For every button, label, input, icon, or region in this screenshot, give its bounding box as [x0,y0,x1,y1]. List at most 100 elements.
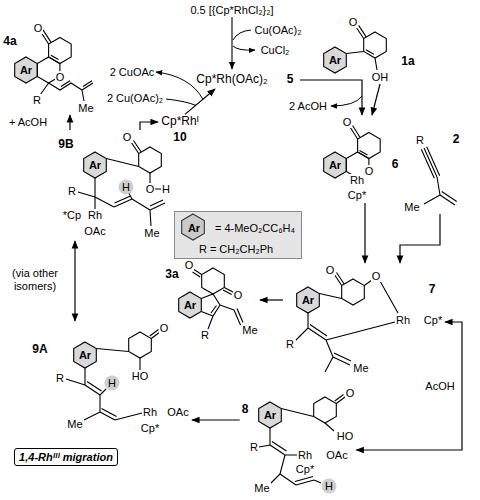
atom-label: R = CH₂CH₂Ph [199,243,273,255]
structure-4a [15,30,93,101]
atom-label: Rh [395,314,411,326]
structure-1a [324,25,387,73]
atom-label: Me [77,102,94,114]
atom-label: O [233,289,244,301]
rhodacycle-6: 6OOArRhCp* [322,115,402,203]
atom-label: OAc [83,225,106,237]
intermediate-9a: 9AOHOArRHMeRhOAcCp* [30,321,192,435]
structure-line [202,268,225,294]
catalyst-5: Cp*Rh(OAc)₂5 [190,72,300,89]
reaction-arrow [356,322,462,450]
aryl-label: Ar [79,349,91,361]
structure-line [350,126,368,156]
structure-line [259,402,282,428]
atom-label: O [342,116,353,128]
reaction-arrow [74,241,75,321]
aryl-label: Ar [329,54,341,66]
structure-line [322,479,337,494]
compound-number: 4a [2,35,17,48]
reaction-arrow [69,115,70,130]
atom-label: H [108,377,116,389]
structure-line [15,57,38,83]
atom-label: Cp* [347,189,367,201]
atom-label: O [184,259,195,271]
edge-label: AcOH [424,380,455,393]
atom-label: O [364,165,375,177]
structure-line [166,99,196,105]
reagent-label: 0.5 [{Cp*RhCl₂}₂] [189,4,274,17]
reaction-arrow [372,84,380,115]
atom-label: OAc [166,406,189,418]
compound-number: 7 [428,283,437,296]
reaction-arrow [260,299,283,300]
structure-6 [324,126,381,179]
atom-label: R [67,185,77,197]
product-3a: 3aOOArRMe [163,258,260,342]
structure-line [296,273,398,373]
reaction-arrow [400,214,440,263]
atom-label: R [249,441,259,453]
atom-label: R [200,329,210,341]
atom-label: O [159,322,170,334]
step-label: 1,4-Rhᴵᴵᴵ migration [14,448,118,467]
structure-line [314,397,337,423]
atom-label: Me [253,482,270,494]
structure-line [259,395,345,486]
structure-line [358,133,381,159]
structure-line [78,141,165,227]
atom-label: O [33,22,44,34]
structure-line [139,147,162,173]
atom-label: O [325,264,336,276]
structure-line [346,25,377,70]
aryl-label: Ar [89,159,101,171]
atom-label: O [55,71,66,83]
intermediate-8: 8OHOArRRhCp*OAcMeH [240,386,357,495]
atom-label: R [55,372,65,384]
compound-number: 2 [452,133,461,146]
compound-number: 1a [400,55,415,68]
reagent-label: 2 Cu(OAc)₂ [106,92,164,105]
compound-number: 6 [391,158,400,171]
atom-label: O [345,387,356,399]
aryl-label: Ar [302,294,314,306]
structure-9b [78,141,165,227]
atom-label: R [285,338,295,350]
atom-label: R [32,94,42,106]
compound-number: 9B [57,138,74,151]
structure-line [331,96,362,106]
structure-line [421,147,456,205]
structure-3a [179,268,244,329]
atom-label: Cp*Rh(OAc)₂ [195,73,268,86]
atom-label: H [122,181,130,193]
atom-label: Rh [142,406,158,418]
atom-label: OAc [325,449,348,461]
atom-label: OH [371,71,390,83]
atom-label: HO [336,430,355,442]
compound-number: 8 [241,403,250,416]
structure-line [119,180,134,195]
atom-label: R [415,134,425,146]
reagent-label: 2 CuOAc [109,66,156,79]
structure-line [364,32,387,58]
atom-label: O [371,270,382,282]
structure-line [179,292,202,318]
atom-label: Cp*Rhᴵ [160,115,199,128]
structure-line [233,46,255,50]
structure-line [74,342,97,368]
precatalyst-arrow [232,17,255,69]
atom-label: Cp* [140,422,160,434]
substrate-1a: 1aOOHAr [320,14,420,84]
structure-9a [66,330,160,422]
structure-line [297,287,320,313]
atom-label: Rh [349,174,365,186]
aryl-label: Ar [264,409,276,421]
aryl-label: Ar [20,64,32,76]
atom-label: Me [403,201,420,213]
intermediate-7: 7OOArRRhCp*Me [283,263,445,378]
reagent-label: (via other isomers) [3,267,67,292]
structure-line [193,270,245,330]
atom-label: Cp* [295,463,315,475]
structure-line [231,17,232,69]
structure-line [105,376,120,391]
